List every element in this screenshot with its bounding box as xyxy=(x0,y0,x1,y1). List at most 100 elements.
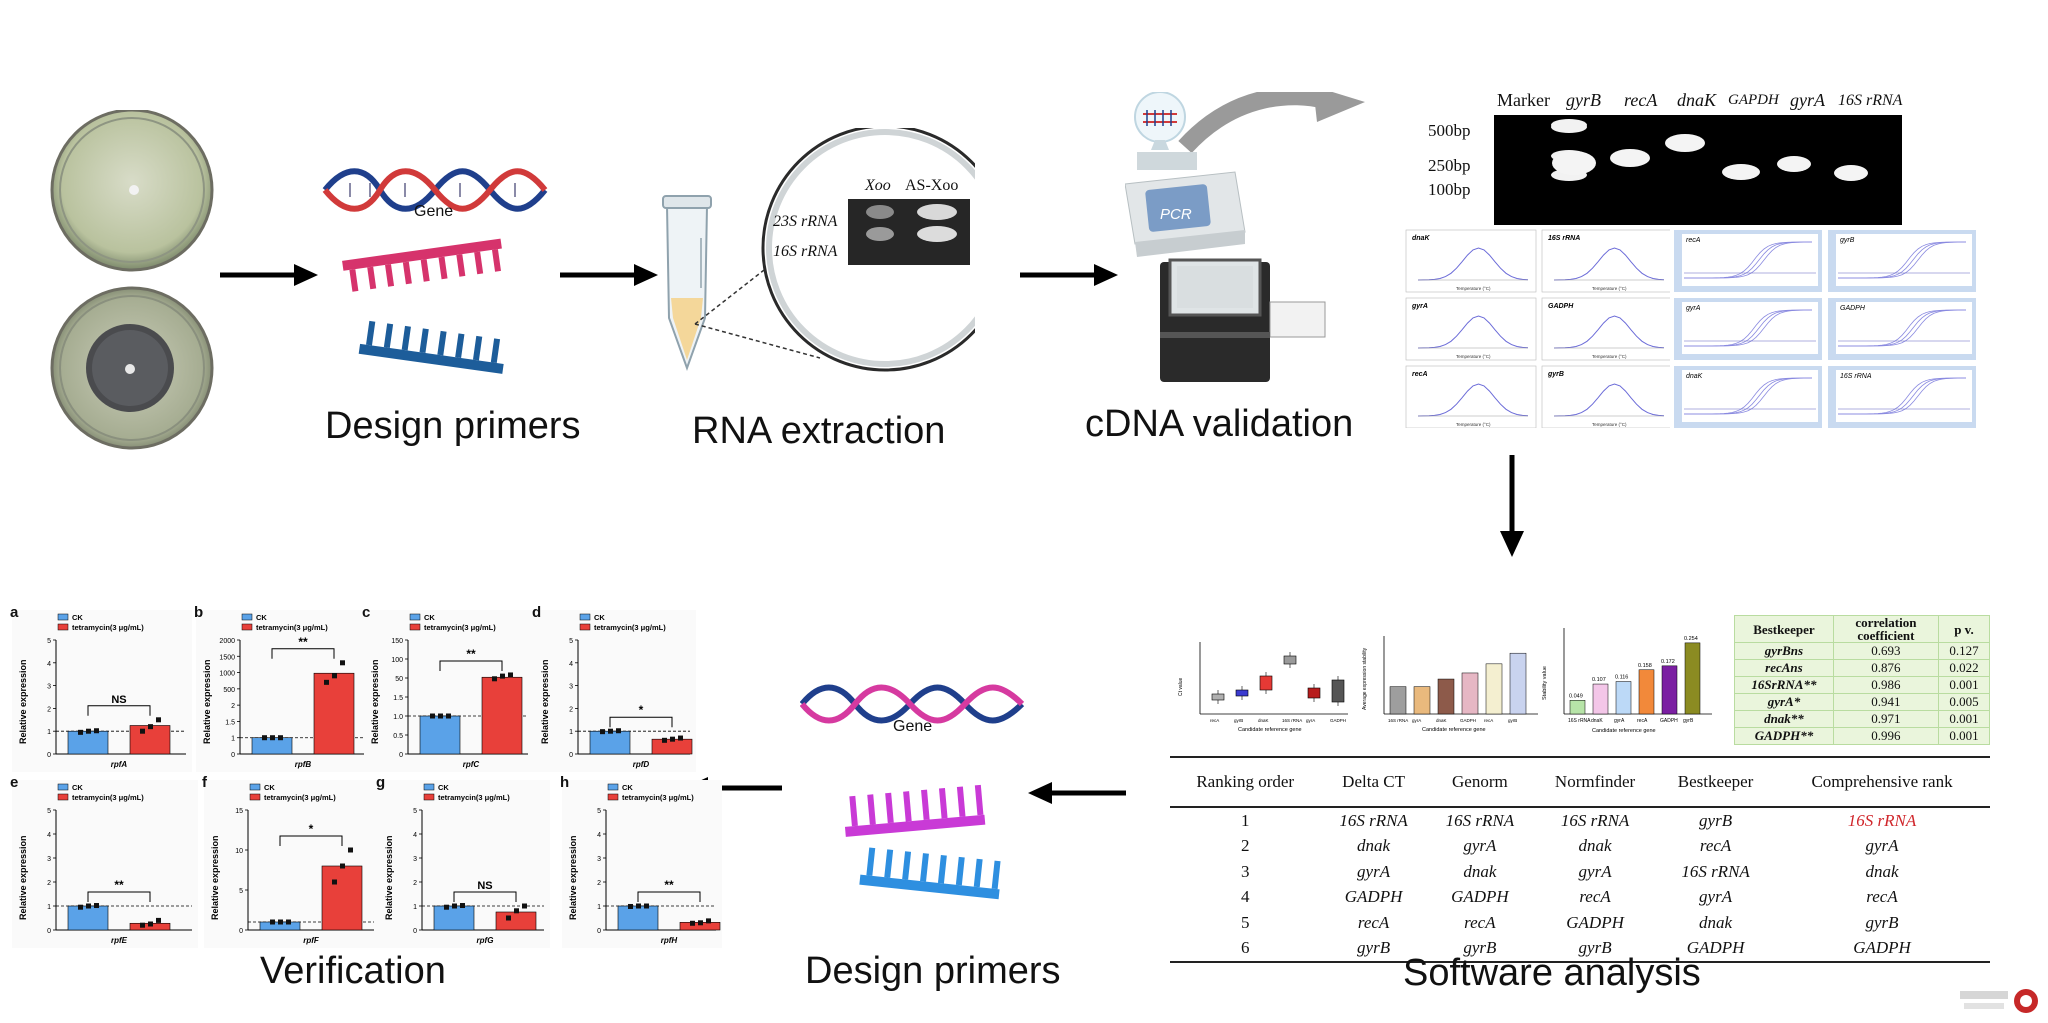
bestkeeper-header-corr: correlation coefficient xyxy=(1832,615,1939,643)
data-point-ck xyxy=(600,729,605,735)
ranking-cell: gyrA xyxy=(1357,861,1391,881)
ranking-cell: dnak xyxy=(1357,836,1391,856)
significance-label: * xyxy=(309,822,314,836)
bestkeeper-value: 0.022 xyxy=(1937,659,1991,677)
melt-curve-xlabel: Temperature (°C) xyxy=(1456,286,1491,291)
amp-curve-line xyxy=(1684,241,1813,279)
ranking-cell: recA xyxy=(1579,887,1611,907)
legend-swatch-treat xyxy=(607,793,619,801)
legend-label-ck: CK xyxy=(622,783,633,792)
gene-name-label: rpfC xyxy=(463,760,480,769)
genorm-bar-dnaK xyxy=(1437,678,1455,715)
normfinder-xtick: recA xyxy=(1637,718,1648,724)
gel-small-row-23s: 23S rRNA xyxy=(773,213,838,230)
amp-curve-line xyxy=(1684,377,1813,415)
gel-small-row-16s: 16S rRNA xyxy=(773,243,838,260)
amp-curve-title: gyrA xyxy=(1686,305,1701,312)
dna-primer-illustration-top xyxy=(322,168,548,374)
y-tick-label: 1 xyxy=(47,904,51,911)
legend-swatch-treat xyxy=(423,793,435,801)
bestkeeper-value: 0.001 xyxy=(1937,710,1991,728)
arrow-right-2 xyxy=(560,264,658,286)
data-point-ck xyxy=(616,728,621,734)
gel-large xyxy=(1494,115,1902,225)
panel-letter: d xyxy=(532,604,542,621)
data-point-ck xyxy=(86,903,91,909)
arrow-left-1 xyxy=(1028,782,1126,804)
ranking-order: 1 xyxy=(1240,810,1250,830)
ranking-cell: GADPH xyxy=(1657,935,1775,963)
expression-bar-chart: Relative expression012345CKtetramycin(3 … xyxy=(384,783,544,945)
genorm-bar-gyrB xyxy=(1509,652,1527,715)
petri-dish-images xyxy=(50,110,214,450)
bestkeeper-value: 0.941 xyxy=(1832,693,1939,711)
panel-letter: g xyxy=(376,774,386,791)
data-point-ck xyxy=(438,713,443,719)
ranking-order: 4 xyxy=(1240,887,1250,907)
ranking-cell: GADPH xyxy=(1451,887,1509,907)
legend-swatch-ck xyxy=(249,783,261,791)
data-point-treatment xyxy=(690,920,695,926)
ranking-header: Delta CT xyxy=(1320,756,1427,808)
data-point-treatment xyxy=(148,921,153,927)
y-tick-label: 2 xyxy=(569,706,573,713)
normfinder-xtick: GADPH xyxy=(1660,718,1678,724)
amp-curve-recA: recA xyxy=(1674,230,1822,292)
ranking-cell: recA xyxy=(1464,912,1496,932)
y-tick-label: 1 xyxy=(47,729,51,736)
gel-lane-gyrA: gyrA xyxy=(1790,90,1825,110)
bestkeeper-value: 0.127 xyxy=(1937,642,1991,660)
expression-bar-chart: Relative expression011.52500100015002000… xyxy=(202,613,366,769)
legend-label-treat: tetramycin(3 μg/mL) xyxy=(72,623,144,632)
y-tick-label: 1 xyxy=(569,729,573,736)
bestkeeper-gene: gyrBns xyxy=(1734,642,1834,660)
significance-label: * xyxy=(639,703,644,717)
significance-bracket xyxy=(271,648,335,659)
legend-label-ck: CK xyxy=(72,783,83,792)
ranking-cell: 16S rRNA xyxy=(1445,810,1515,830)
bestkeeper-header-p: p v. xyxy=(1937,615,1991,643)
amp-curve-line xyxy=(1838,377,1967,415)
y-tick-label: 1.5 xyxy=(225,719,235,726)
melt-curve-xlabel: Temperature (°C) xyxy=(1592,354,1627,359)
melt-curve-line xyxy=(1417,247,1529,281)
ranking-cell: recA xyxy=(1866,887,1898,907)
bar-ck xyxy=(67,905,109,931)
ranking-cell: gyrB xyxy=(1426,935,1534,963)
y-tick-label: 0 xyxy=(413,928,417,935)
data-point-ck xyxy=(278,919,283,925)
y-tick-label: 4 xyxy=(597,832,601,839)
panel-letter: h xyxy=(560,774,570,791)
y-tick-label: 2000 xyxy=(219,638,235,645)
normfinder-xtick: dnaK xyxy=(1591,718,1603,724)
amp-curve-title: recA xyxy=(1686,237,1701,244)
y-tick-label: 5 xyxy=(47,638,51,645)
data-point-ck xyxy=(278,735,283,741)
legend-swatch-ck xyxy=(57,783,69,791)
y-tick-label: 0 xyxy=(47,928,51,935)
ranking-cell: gyrA xyxy=(1463,836,1497,856)
petri-dish-inhibition xyxy=(50,286,214,450)
y-tick-label: 0 xyxy=(239,928,243,935)
boxplot-xtick: 16S rRNA xyxy=(1282,718,1302,723)
y-tick-label: 2 xyxy=(47,706,51,713)
y-tick-label: 4 xyxy=(413,832,417,839)
y-tick-label: 4 xyxy=(47,832,51,839)
bar-treatment xyxy=(321,865,363,931)
arrow-right-1 xyxy=(220,264,318,286)
significance-label: NS xyxy=(477,880,492,892)
amp-curve-title: 16S rRNA xyxy=(1840,373,1872,380)
y-tick-label: 2 xyxy=(413,880,417,887)
gene-name-label: rpfD xyxy=(633,760,650,769)
data-point-treatment xyxy=(140,922,145,928)
stage-label-design-primers-top: Design primers xyxy=(325,405,581,447)
y-tick-label: 4 xyxy=(47,661,51,668)
amp-curve-16S rRNA: 16S rRNA xyxy=(1828,366,1976,428)
y-tick-label: 3 xyxy=(47,856,51,863)
